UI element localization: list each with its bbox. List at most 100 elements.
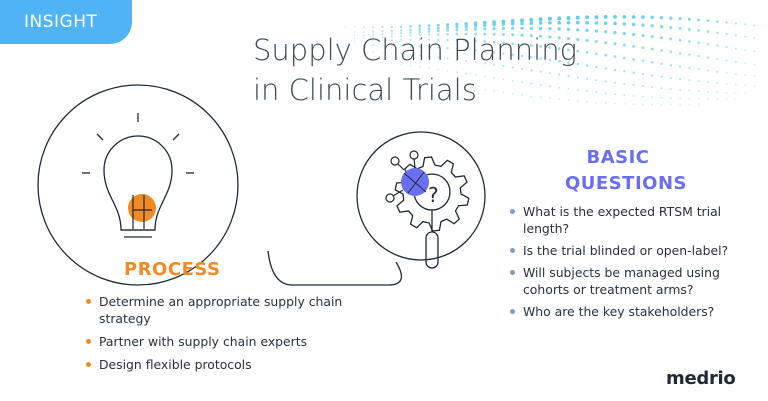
dot: [455, 28, 459, 32]
dot: [576, 28, 580, 32]
dot: [521, 81, 523, 84]
dot: [390, 32, 393, 35]
dot: [381, 61, 384, 64]
dot: [734, 60, 737, 63]
dot: [427, 38, 431, 41]
dot: [381, 30, 384, 33]
dot: [502, 91, 505, 94]
dot: [631, 15, 636, 19]
dot: [520, 26, 524, 30]
dot: [716, 20, 719, 23]
dot: [622, 43, 626, 47]
dot: [669, 76, 672, 79]
dot: [409, 25, 412, 28]
dot: [753, 24, 756, 27]
question-mark: ?: [428, 183, 439, 207]
dot: [753, 37, 756, 39]
dot: [623, 103, 626, 105]
dot: [632, 71, 635, 74]
dot: [539, 34, 543, 38]
dot: [372, 33, 375, 36]
dot: [455, 39, 459, 42]
dot: [548, 58, 552, 62]
dot: [576, 37, 580, 42]
dot: [632, 103, 635, 106]
dot: [641, 85, 644, 88]
dot: [641, 72, 645, 76]
dot: [446, 38, 449, 42]
dot: [595, 91, 598, 94]
dot: [604, 53, 608, 57]
dot: [530, 95, 533, 97]
dot: [631, 22, 636, 27]
process-list: Determine an appropriate supply chain st…: [86, 293, 356, 379]
dot: [585, 38, 589, 42]
dot: [455, 22, 459, 26]
dot: [548, 35, 552, 39]
dot: [437, 81, 440, 84]
dot: [446, 69, 449, 72]
dot: [520, 18, 524, 23]
dot: [660, 75, 663, 78]
dot: [575, 20, 580, 25]
dot: [372, 30, 375, 33]
dot: [427, 33, 431, 37]
dot: [549, 97, 551, 100]
dot: [511, 26, 515, 30]
dot: [446, 47, 449, 50]
dot: [436, 23, 440, 27]
page-title-line-1: Supply Chain Planning: [253, 33, 578, 67]
dot: [501, 22, 506, 27]
dot: [697, 80, 700, 83]
dot: [697, 41, 700, 45]
dot: [483, 23, 487, 28]
page-title: Supply Chain Planning in Clinical Trials: [253, 30, 577, 110]
dot: [529, 34, 533, 38]
dot: [594, 15, 599, 20]
dot: [529, 21, 534, 26]
dot: [753, 75, 756, 77]
dot: [585, 28, 589, 33]
medrio-logo: medrio: [666, 368, 736, 389]
dot: [474, 39, 477, 43]
dot: [456, 84, 458, 87]
dot: [427, 45, 431, 49]
dot: [418, 24, 422, 28]
dot: [381, 25, 384, 29]
dot: [353, 26, 356, 28]
dot: [623, 82, 626, 86]
dot: [465, 48, 468, 51]
dot: [456, 71, 458, 74]
dot: [427, 24, 431, 28]
dot: [575, 15, 580, 20]
dot: [707, 81, 709, 84]
dot: [530, 69, 533, 72]
dot: [595, 101, 598, 104]
dot: [446, 83, 449, 85]
dot: [409, 31, 412, 34]
dot: [641, 15, 645, 19]
question-item: Will subjects be managed using cohorts o…: [510, 264, 760, 298]
dot: [622, 56, 626, 60]
dot: [641, 59, 645, 63]
dot: [418, 30, 421, 34]
dot: [381, 39, 384, 42]
dot: [688, 79, 691, 82]
dot: [557, 47, 561, 51]
dot: [390, 44, 393, 47]
dot: [539, 84, 542, 86]
dot: [428, 67, 430, 69]
dot: [613, 42, 617, 46]
dot: [492, 27, 496, 31]
process-heading: PROCESS: [124, 259, 221, 280]
dot: [437, 46, 440, 49]
dot: [427, 30, 431, 33]
dot: [464, 28, 468, 31]
dot: [614, 93, 616, 96]
dot: [409, 38, 412, 41]
dot: [660, 49, 663, 52]
dot: [363, 31, 365, 33]
dot: [464, 22, 468, 26]
dot: [659, 25, 664, 29]
dot: [567, 87, 570, 90]
